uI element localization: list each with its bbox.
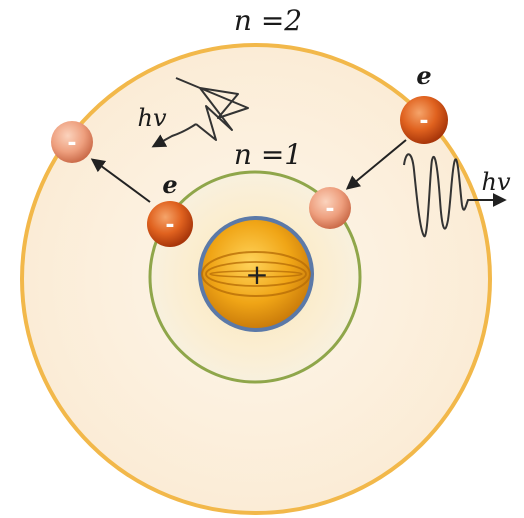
electron-label-right: e: [416, 61, 431, 90]
electron-charge-outer-left: -: [67, 131, 76, 156]
outer-orbit-label: n =2: [234, 4, 302, 37]
photon-label-left: hv: [137, 104, 166, 132]
electron-inner-left: -: [147, 201, 193, 247]
electron-inner-right: -: [309, 187, 351, 229]
electron-charge-outer-right: -: [419, 109, 428, 134]
transition-arrow-left: [90, 158, 151, 203]
photon-wave-left-tail: [151, 123, 197, 148]
photon-wave-left: [175, 77, 249, 141]
electron-charge-inner-right: -: [325, 197, 334, 222]
photon-wave-right: [403, 153, 482, 238]
electron-charge-inner-left: -: [165, 213, 174, 238]
inner-orbit-label: n =1: [234, 138, 302, 171]
electron-outer-right: -: [400, 96, 448, 144]
nucleus-plus-sign: +: [245, 258, 268, 291]
electron-label-left: e: [162, 170, 177, 199]
transition-arrow-right: [345, 139, 407, 190]
electron-outer-left: -: [51, 121, 93, 163]
nucleus: +: [198, 216, 314, 332]
photon-label-right: hv: [481, 168, 510, 196]
